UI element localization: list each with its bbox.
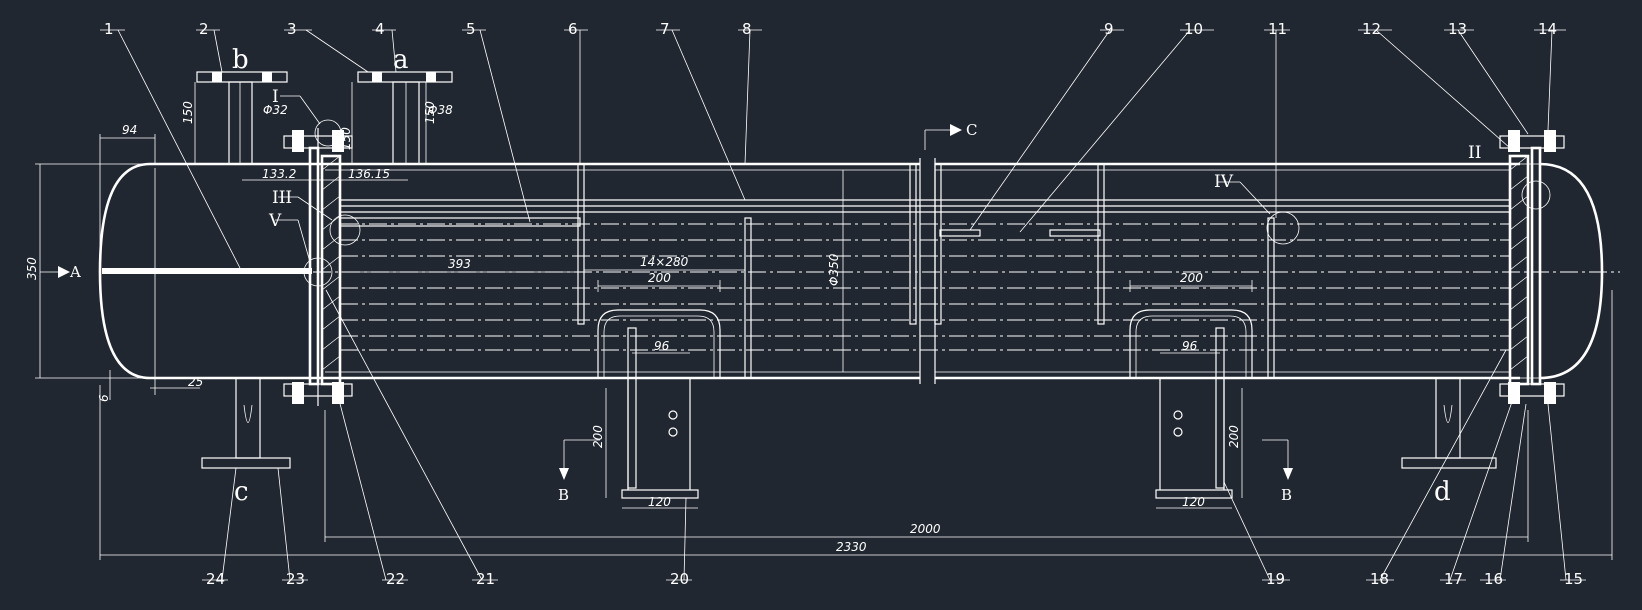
nozzle-c	[201, 377, 291, 469]
part-16: 16	[1484, 570, 1503, 588]
dim-96-right: 96	[1182, 339, 1198, 353]
part-5: 5	[466, 20, 476, 38]
detail-label-4: IV	[1214, 172, 1234, 192]
part-19: 19	[1266, 570, 1285, 588]
part-10: 10	[1184, 20, 1203, 38]
dim-6: 6	[97, 394, 111, 402]
dim-d32: Φ32	[263, 103, 288, 117]
part-17: 17	[1444, 570, 1463, 588]
detail-label-3: III	[272, 188, 292, 208]
section-label-b-left: B	[558, 486, 569, 504]
part-2: 2	[199, 20, 209, 38]
dim-25: 25	[188, 375, 203, 389]
part-22: 22	[386, 570, 405, 588]
part-20: 20	[670, 570, 689, 588]
dim-120-right: 120	[1182, 495, 1205, 509]
dimension-texts: Φ32 Φ38 150 150 150 94 133.2 136.15 350 …	[25, 101, 1241, 554]
leader-lines	[100, 29, 1586, 581]
section-label-a: A	[69, 263, 81, 281]
part-1: 1	[104, 20, 114, 38]
part-7: 7	[660, 20, 670, 38]
dim-350-vertical: 350	[25, 257, 39, 280]
part-15: 15	[1564, 570, 1583, 588]
shell-body	[98, 158, 1604, 384]
part-9: 9	[1104, 20, 1114, 38]
detail-circles	[303, 119, 1551, 287]
dim-96-left: 96	[654, 339, 670, 353]
nozzle-label-c: c	[234, 477, 249, 507]
part-21: 21	[476, 570, 495, 588]
detail-labels: I II III IV V	[268, 87, 1481, 231]
dim-393: 393	[448, 257, 471, 271]
nozzle-d	[1401, 377, 1497, 469]
part-3: 3	[287, 20, 297, 38]
dim-150-left: 150	[181, 101, 195, 124]
part-numbers: 1 2 3 4 5 6 7 8 9 10 11 12 13 14 15 16 1…	[104, 20, 1583, 588]
left-saddle	[597, 309, 721, 499]
nozzle-b	[196, 71, 288, 165]
dim-200-left: 200	[648, 271, 671, 285]
detail-label-2: II	[1468, 143, 1481, 163]
part-23: 23	[286, 570, 305, 588]
detail-label-5: V	[268, 211, 282, 231]
pass-partition	[102, 268, 312, 274]
detail-label-1: I	[272, 87, 279, 107]
dimension-lines	[35, 82, 1613, 560]
part-6: 6	[568, 20, 578, 38]
section-markers	[40, 124, 1293, 480]
section-labels: A B B C	[69, 121, 1292, 504]
dim-2000: 2000	[910, 522, 941, 536]
dim-94: 94	[122, 123, 137, 137]
part-11: 11	[1268, 20, 1287, 38]
nozzle-a	[357, 71, 453, 165]
section-label-b-right: B	[1281, 486, 1292, 504]
section-label-c: C	[966, 121, 977, 139]
right-tube-sheet	[1499, 130, 1565, 404]
left-tube-sheet	[283, 128, 353, 406]
dim-200-saddle-left: 200	[591, 425, 605, 448]
nozzle-label-a: a	[393, 45, 409, 75]
part-8: 8	[742, 20, 752, 38]
dim-d38: Φ38	[428, 103, 453, 117]
dim-2330: 2330	[836, 540, 867, 554]
dim-120-left: 120	[648, 495, 671, 509]
dim-136: 136.15	[348, 167, 390, 181]
dim-133: 133.2	[262, 167, 296, 181]
right-saddle	[1129, 309, 1253, 499]
part-14: 14	[1538, 20, 1557, 38]
tube-bundle	[110, 199, 1620, 351]
dim-200-saddle-right: 200	[1227, 425, 1241, 448]
nozzle-labels: a b c d	[232, 45, 1451, 507]
baffles	[577, 163, 1275, 379]
dim-d350: Φ350	[827, 253, 841, 286]
dim-baffle-pitch: 14×280	[640, 255, 689, 269]
nozzle-label-b: b	[232, 45, 249, 75]
part-13: 13	[1448, 20, 1467, 38]
dim-150-right: 150	[423, 101, 437, 124]
part-12: 12	[1362, 20, 1381, 38]
part-18: 18	[1370, 570, 1389, 588]
part-24: 24	[206, 570, 225, 588]
dim-200-right: 200	[1180, 271, 1203, 285]
nozzle-label-d: d	[1434, 477, 1451, 507]
part-4: 4	[375, 20, 385, 38]
dim-150-mid: 150	[339, 127, 353, 150]
